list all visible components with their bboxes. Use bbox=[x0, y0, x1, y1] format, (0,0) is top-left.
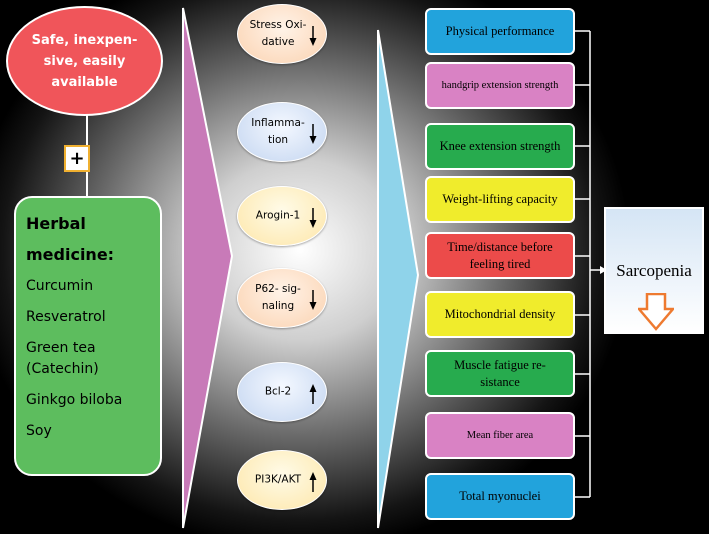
herb-item-green-tea: Green tea (Catechin) bbox=[26, 340, 99, 377]
outcome-time-distance-before-tired: Time/distance before feeling tired bbox=[425, 232, 575, 279]
mechanism-inflammation: Inflamma- tion bbox=[237, 102, 327, 162]
herb-item-ginkgo-biloba: Ginkgo biloba bbox=[26, 392, 123, 408]
up-arrow-icon bbox=[309, 384, 317, 404]
down-arrow-icon bbox=[309, 290, 317, 310]
mechanism-label: Arogin-1 bbox=[255, 209, 301, 222]
mechanism-label: Stress Oxi- dative bbox=[249, 19, 307, 48]
mechanism-stress-oxidative: Stress Oxi- dative bbox=[237, 4, 327, 64]
herb-item-curcumin: Curcumin bbox=[26, 278, 94, 294]
outcome-mitochondrial-density: Mitochondrial density bbox=[425, 291, 575, 338]
mechanism-bcl-2: Bcl-2 bbox=[237, 362, 327, 422]
safety-note-text: Safe, inexpen- sive, easily available bbox=[31, 32, 138, 90]
outcome-label: Muscle fatigue re- sistance bbox=[454, 357, 546, 389]
outcome-total-myonuclei: Total myonuclei bbox=[425, 473, 575, 520]
down-block-arrow-icon bbox=[638, 293, 674, 331]
plus-symbol: + bbox=[69, 148, 85, 169]
outcome-label: Physical performance bbox=[445, 24, 555, 38]
mechanism-label: Inflamma- tion bbox=[251, 117, 305, 146]
outcome-muscle-fatigue-resistance: Muscle fatigue re- sistance bbox=[425, 350, 575, 397]
mechanism-label: Bcl-2 bbox=[264, 385, 292, 398]
outcome-label: handgrip extension strength bbox=[441, 80, 559, 91]
outcome-physical-performance: Physical performance bbox=[425, 8, 575, 55]
down-arrow-icon bbox=[309, 26, 317, 46]
outcome-weight-lifting-capacity: Weight-lifting capacity bbox=[425, 176, 575, 223]
herb-list: Curcumin Resveratrol Green tea (Catechin… bbox=[26, 276, 160, 442]
outcome-handgrip-strength: handgrip extension strength bbox=[425, 62, 575, 109]
outcome-label: Mean fiber area bbox=[466, 430, 534, 441]
herbal-medicine-title: Herbal medicine: bbox=[26, 214, 115, 264]
down-arrow-icon bbox=[309, 124, 317, 144]
pink-chevron-arrow bbox=[182, 7, 234, 529]
outcome-knee-extension-strength: Knee extension strength bbox=[425, 123, 575, 170]
up-arrow-icon bbox=[309, 472, 317, 492]
outcome-label: Time/distance before feeling tired bbox=[447, 239, 553, 271]
outcome-bracket bbox=[575, 30, 600, 498]
mechanism-label: P62- sig- naling bbox=[255, 283, 301, 312]
mechanism-p62-signaling: P62- sig- naling bbox=[237, 268, 327, 328]
sarcopenia-box: Sarcopenia bbox=[604, 207, 704, 334]
outcome-label: Total myonuclei bbox=[459, 489, 541, 503]
outcome-label: Knee extension strength bbox=[439, 139, 561, 153]
bracket-arrowhead bbox=[600, 266, 607, 274]
herb-item-soy: Soy bbox=[26, 423, 52, 439]
herbal-medicine-box: Herbal medicine: Curcumin Resveratrol Gr… bbox=[14, 196, 162, 476]
outcome-label: Mitochondrial density bbox=[444, 307, 556, 321]
blue-chevron-arrow bbox=[377, 29, 420, 529]
mechanism-label: PI3K/AKT bbox=[254, 473, 302, 486]
outcome-mean-fiber-area: Mean fiber area bbox=[425, 412, 575, 459]
sarcopenia-label: Sarcopenia bbox=[616, 261, 692, 280]
outcome-label: Weight-lifting capacity bbox=[442, 192, 558, 206]
mechanism-arogin-1: Arogin-1 bbox=[237, 186, 327, 246]
plus-box: + bbox=[64, 145, 90, 172]
mechanism-pi3k-akt: PI3K/AKT bbox=[237, 450, 327, 510]
down-arrow-icon bbox=[309, 208, 317, 228]
herb-item-resveratrol: Resveratrol bbox=[26, 309, 106, 325]
safety-note-ellipse: Safe, inexpen- sive, easily available bbox=[6, 6, 163, 116]
